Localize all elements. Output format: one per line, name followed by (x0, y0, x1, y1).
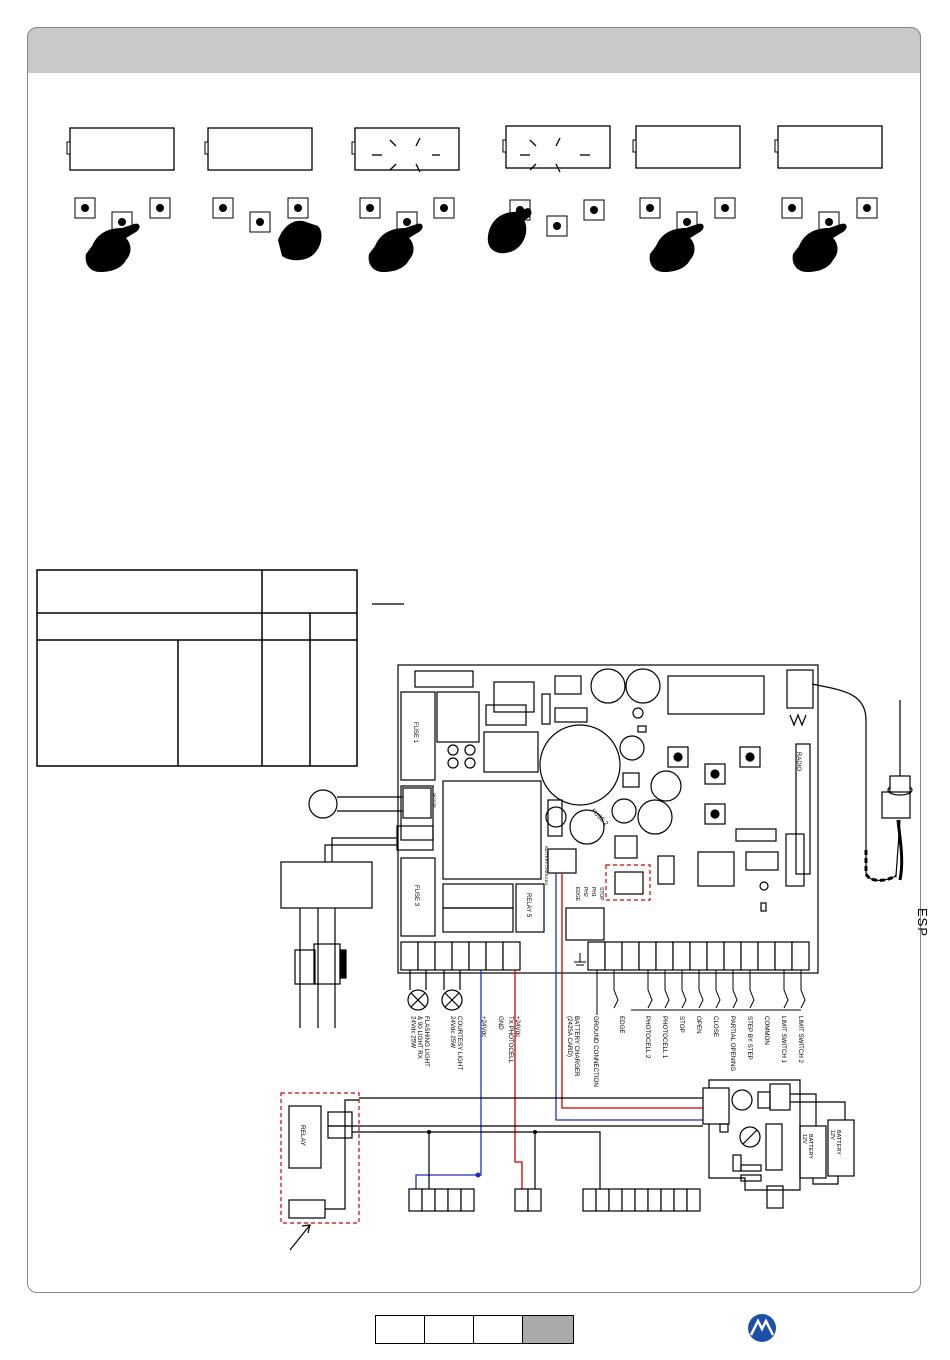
label-tx-photocell: +24VdcTX PHOTOCELL (507, 1016, 521, 1064)
label-open: OPEN (695, 1016, 702, 1034)
motor-label: MOTOR (432, 793, 437, 808)
fuse2-label: FUSE 2 (590, 808, 610, 828)
step-5 (632, 125, 741, 272)
brand-logo-icon (748, 1314, 776, 1342)
terminal-labels-right: GROUND CONNECTION EDGE PHOTOCELL 2 PHOTO… (592, 1016, 804, 1087)
header-bar (27, 27, 921, 73)
external-relay (280, 1092, 703, 1251)
red-wire (514, 970, 523, 1190)
dip-label-ph1: PH1 (590, 887, 596, 897)
hand-icon (85, 223, 140, 272)
label-limit-switch2: LIMIT SWITCH 2 (797, 1016, 804, 1064)
dip-label-ph2: PH2 (582, 887, 588, 897)
control-board (397, 664, 819, 974)
step-3 (351, 127, 460, 272)
bottom-terminals (408, 1188, 701, 1212)
label-photocell1: PHOTOCELL 1 (661, 1016, 668, 1059)
label-limit-switch1: LIMIT SWITCH 1 (780, 1016, 787, 1064)
label-battery-charger: BATTERY CHARGER(2425A CARD) (566, 1016, 580, 1077)
label-ground: GROUND CONNECTION (592, 1016, 599, 1087)
page-frame (27, 27, 921, 1293)
hand-icon (792, 223, 847, 272)
label-edge: EDGE (618, 1016, 625, 1034)
terminal-block-right (587, 941, 810, 971)
label-photocell2: PHOTOCELL 2 (644, 1016, 651, 1059)
lamp-icons (407, 970, 463, 1011)
language-tag: ESP (915, 908, 930, 938)
fuse3-label: FUSE 3 (413, 885, 419, 907)
page-tab-1 (376, 1316, 425, 1343)
hand-icon (649, 223, 704, 272)
ext-relay-label: RELAY (299, 1125, 306, 1146)
step-4 (487, 125, 611, 254)
step-6 (774, 125, 883, 272)
relay5-label: RELAY 5 (525, 893, 531, 918)
charger-card (702, 1079, 855, 1209)
charger-wire-blue (555, 873, 706, 1121)
terminal-labels-left: FLASHING LIGHT& 90 LIGHT RX24Vdc 25W COU… (409, 1016, 580, 1077)
dip-label-edge: EDGE (574, 887, 580, 902)
charger-wire-red (561, 873, 706, 1109)
label-courtesy-light: COURTESY LIGHT24Vdc 25W (449, 1016, 463, 1070)
hand-icon (278, 220, 322, 261)
label-gnd: GND (497, 1016, 504, 1030)
label-stop: STOP (678, 1016, 685, 1033)
label-step-by-step: STEP BY STEP (746, 1016, 753, 1060)
spec-table (36, 569, 358, 767)
label-partial-opening: PARTIAL OPENING (729, 1016, 736, 1071)
label-24vdc: +24Vdc (480, 1016, 487, 1037)
page-tab-3 (474, 1316, 523, 1343)
charger-small-label: BATTERY CHARGER (544, 846, 549, 885)
step-1 (66, 127, 175, 272)
fuse1-label: FUSE 1 (412, 722, 418, 744)
antenna (811, 683, 913, 881)
hand-icon (487, 208, 532, 254)
page-tab-4-active (523, 1316, 573, 1343)
label-common: COMMON (763, 1016, 770, 1045)
dip-label-stop: STOP (598, 887, 604, 901)
label-close: CLOSE (712, 1016, 719, 1037)
step-2 (204, 127, 322, 261)
page-tabs (375, 1315, 574, 1344)
label-flashing-light: FLASHING LIGHT& 90 LIGHT RX24Vdc 25W (409, 1016, 430, 1067)
hand-icon (368, 223, 423, 272)
motor-wiring (280, 787, 434, 1028)
terminal-block-left (400, 941, 521, 971)
radio-label: RADIO (795, 752, 801, 771)
page-tab-2 (425, 1316, 474, 1343)
battery-label-1: BATTERY12V (801, 1134, 813, 1159)
blue-wire (415, 970, 482, 1190)
battery-label-2: BATTERY12V (829, 1130, 841, 1155)
switch-contacts (596, 970, 806, 1015)
